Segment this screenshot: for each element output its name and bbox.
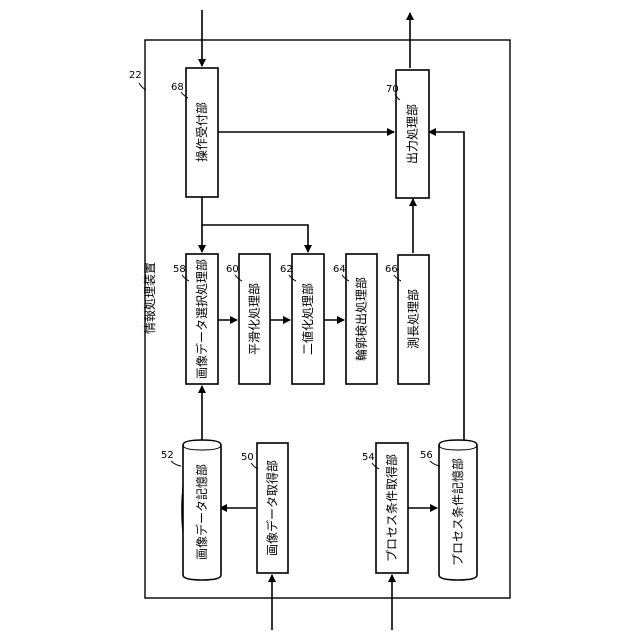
imgstore-ref-lead (171, 461, 181, 466)
binar-block: 二値化処理部 (292, 254, 324, 384)
imgstore-ref: 52 (161, 450, 174, 461)
procacq-label: プロセス条件取得部 (384, 454, 399, 562)
imgacq-block: 画像データ取得部 (257, 443, 288, 573)
smooth-ref: 60 (226, 264, 239, 275)
select-label: 画像データ選択処理部 (194, 259, 209, 379)
measure-ref: 66 (385, 264, 398, 275)
operation-ref: 68 (171, 82, 184, 93)
arrow-operation-to-binar (202, 225, 308, 252)
imgacq-ref: 50 (241, 452, 254, 463)
operation-block: 操作受付部 (186, 68, 218, 197)
procacq-block: プロセス条件取得部 (376, 443, 408, 573)
operation-label: 操作受付部 (194, 102, 209, 162)
imgstore-cylinder: 画像データ記憶部 (182, 440, 221, 580)
select-ref: 58 (173, 264, 186, 275)
contour-label: 輪郭検出処理部 (354, 277, 369, 361)
binar-label: 二値化処理部 (300, 283, 315, 355)
procacq-ref: 54 (362, 452, 375, 463)
output-ref: 70 (386, 84, 399, 95)
imgacq-label: 画像データ取得部 (265, 460, 280, 556)
procstore-label: プロセス条件記憶部 (450, 458, 465, 566)
smooth-block: 平滑化処理部 (239, 254, 270, 384)
device-label: 情報処理装置 (143, 262, 157, 334)
contour-block: 輪郭検出処理部 (346, 254, 377, 384)
imgstore-label: 画像データ記憶部 (194, 464, 209, 560)
binar-ref: 62 (280, 264, 293, 275)
output-label: 出力処理部 (405, 104, 420, 164)
procstore-ref: 56 (420, 450, 433, 461)
measure-label: 測長処理部 (406, 289, 421, 349)
select-block: 画像データ選択処理部 (186, 254, 218, 384)
measure-block: 測長処理部 (398, 255, 429, 384)
procstore-cylinder: プロセス条件記憶部 (439, 440, 477, 580)
device-ref: 22 (129, 70, 142, 81)
contour-ref: 64 (333, 264, 346, 275)
smooth-label: 平滑化処理部 (247, 283, 262, 355)
output-block: 出力処理部 (396, 70, 429, 198)
arrow-procstore-to-output (429, 132, 464, 443)
